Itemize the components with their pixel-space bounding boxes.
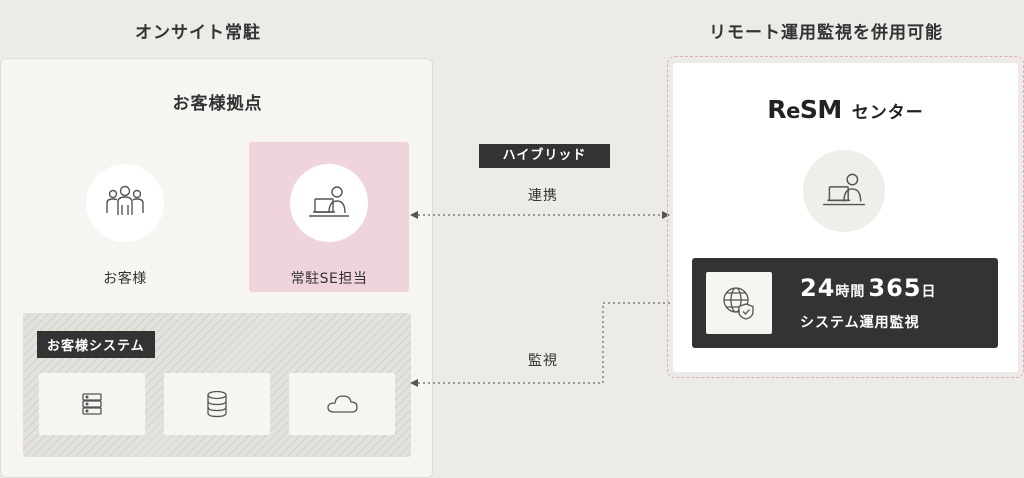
person-laptop-icon	[803, 150, 885, 232]
link-arrow-right	[662, 211, 670, 219]
customer-system-area: お客様システム	[23, 313, 411, 457]
globe-shield-icon	[706, 272, 772, 334]
customer-card: お客様	[86, 164, 164, 288]
se-label: 常駐SE担当	[290, 271, 368, 287]
remote-heading: リモート運用監視を併用可能	[709, 23, 943, 43]
resm-center-title: ReSM センター	[673, 95, 1018, 124]
group-icon	[86, 164, 164, 242]
link-arrow-left	[410, 211, 418, 219]
onsite-heading: オンサイト常駐	[135, 23, 261, 43]
person-laptop-icon	[290, 164, 368, 242]
customer-site-panel: お客様拠点 お客様 常駐SE担当 お客様システ	[0, 58, 433, 478]
service-label: システム運用監視	[800, 315, 920, 331]
customer-site-title: お客様拠点	[172, 94, 263, 114]
monitor-arrow	[410, 379, 418, 387]
cloud-icon	[289, 373, 395, 435]
resident-se-card: 常駐SE担当	[249, 142, 409, 292]
database-icon	[164, 373, 270, 435]
monitor-connector	[418, 302, 690, 384]
resm-logo: ReSM	[767, 95, 842, 124]
hybrid-tag: ハイブリッド	[479, 144, 610, 168]
customer-label: お客様	[103, 271, 147, 287]
customer-system-label: お客様システム	[37, 331, 155, 358]
link-label: 連携	[528, 188, 558, 204]
server-icon	[39, 373, 145, 435]
center-label: センター	[851, 103, 924, 123]
monitor-label: 監視	[528, 353, 558, 369]
